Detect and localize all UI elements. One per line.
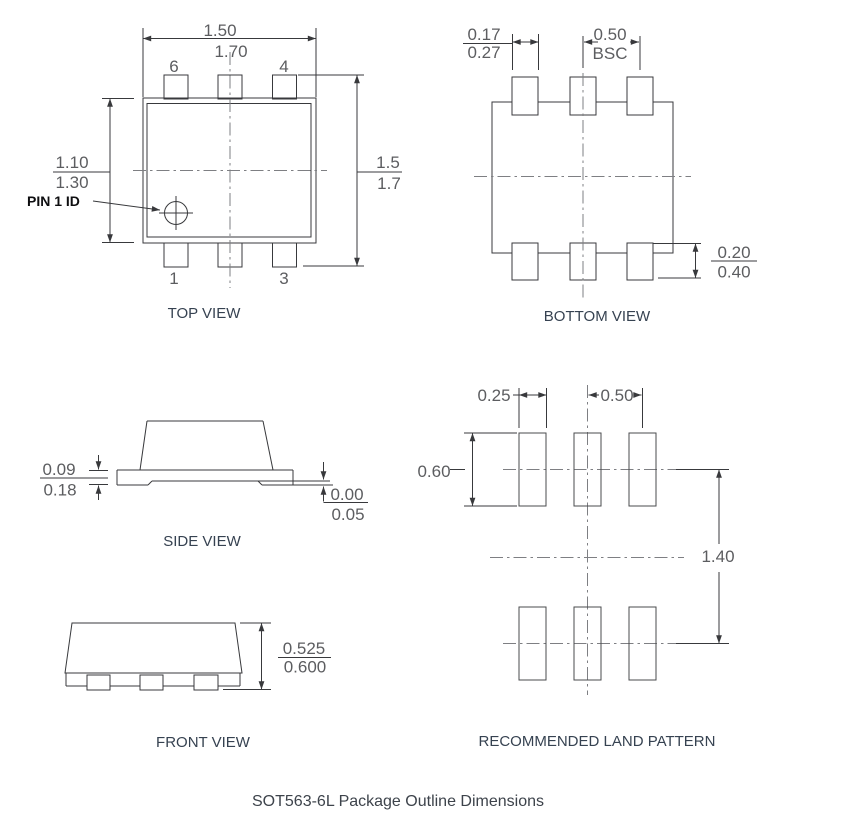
object-line — [139, 420, 148, 471]
dim-land-row-pitch: 1.40 — [701, 547, 734, 566]
dim-lead-length-min: 0.20 — [717, 243, 750, 262]
pad — [626, 242, 654, 281]
lead-outline — [147, 480, 153, 486]
view-label-front: FRONT VIEW — [156, 734, 251, 751]
drawing-caption: SOT563-6L Package Outline Dimensions — [252, 793, 544, 810]
land-pad — [518, 606, 547, 681]
dim-height-max: 0.600 — [284, 658, 327, 677]
dim-land-pad-height: 0.60 — [417, 462, 450, 481]
pin — [163, 74, 189, 100]
dim-land-pad-width: 0.25 — [477, 386, 510, 405]
pad — [626, 76, 654, 116]
leader-line — [92, 200, 161, 212]
pad — [86, 674, 111, 691]
bottom-view: 0.17 0.27 0.50 BSC 0.20 0.40 BOTTOM VIEW — [463, 25, 757, 325]
pad — [139, 674, 164, 691]
pad — [511, 76, 539, 116]
view-label-bottom: BOTTOM VIEW — [544, 308, 651, 325]
pin-number: 1 — [169, 269, 178, 288]
pin-number: 4 — [279, 57, 288, 76]
pin-number: 6 — [169, 57, 178, 76]
land-pattern: 0.25 0.50 0.60 1.40 RECOMMENDED LAND PAT… — [417, 385, 735, 750]
dim-height-min: 0.525 — [283, 639, 326, 658]
pin — [163, 242, 189, 268]
front-view: 0.525 0.600 FRONT VIEW — [64, 622, 331, 751]
dim-land-pitch: 0.50 — [600, 386, 633, 405]
dim-lead-thickness-min: 0.09 — [42, 460, 75, 479]
dim-body-width-max: 1.70 — [214, 42, 247, 61]
side-view: 0.09 0.18 0.00 0.05 SIDE VIEW — [40, 420, 368, 550]
pin — [272, 74, 297, 100]
dim-pitch: 0.50 — [593, 25, 626, 44]
land-pad — [628, 432, 657, 507]
view-label-land-pattern: RECOMMENDED LAND PATTERN — [479, 733, 716, 750]
object-line — [262, 420, 274, 471]
dim-lead-width-max: 0.27 — [467, 43, 500, 62]
pin1-id-label: PIN 1 ID — [27, 193, 80, 209]
dim-standoff-max: 0.05 — [331, 505, 364, 524]
package-body-outline — [64, 622, 243, 674]
dim-body-width-min: 1.50 — [203, 21, 236, 40]
dim-overall-length-min: 1.5 — [376, 153, 400, 172]
land-pad — [573, 432, 602, 507]
dim-body-length-min: 1.10 — [55, 153, 88, 172]
dim-lead-width-min: 0.17 — [467, 25, 500, 44]
dim-pitch-qualifier: BSC — [593, 44, 628, 63]
view-label-top: TOP VIEW — [168, 305, 242, 322]
dim-overall-length-max: 1.7 — [377, 174, 401, 193]
dim-standoff-min: 0.00 — [330, 485, 363, 504]
package-body-inner-outline — [146, 103, 312, 238]
top-view: 1.50 1.70 6 4 1 3 1.10 1.30 PIN 1 ID 1.5… — [27, 21, 402, 322]
dim-lead-thickness-max: 0.18 — [43, 481, 76, 500]
dim-body-length-max: 1.30 — [55, 173, 88, 192]
land-pad — [628, 606, 657, 681]
view-label-side: SIDE VIEW — [163, 533, 241, 550]
dim-lead-length-max: 0.40 — [717, 263, 750, 282]
pin-number: 3 — [279, 269, 288, 288]
pad — [511, 242, 539, 281]
land-pad — [573, 606, 602, 681]
pad — [193, 674, 219, 691]
land-pad — [518, 432, 547, 507]
pin — [272, 242, 297, 268]
lead-outline — [257, 480, 263, 486]
